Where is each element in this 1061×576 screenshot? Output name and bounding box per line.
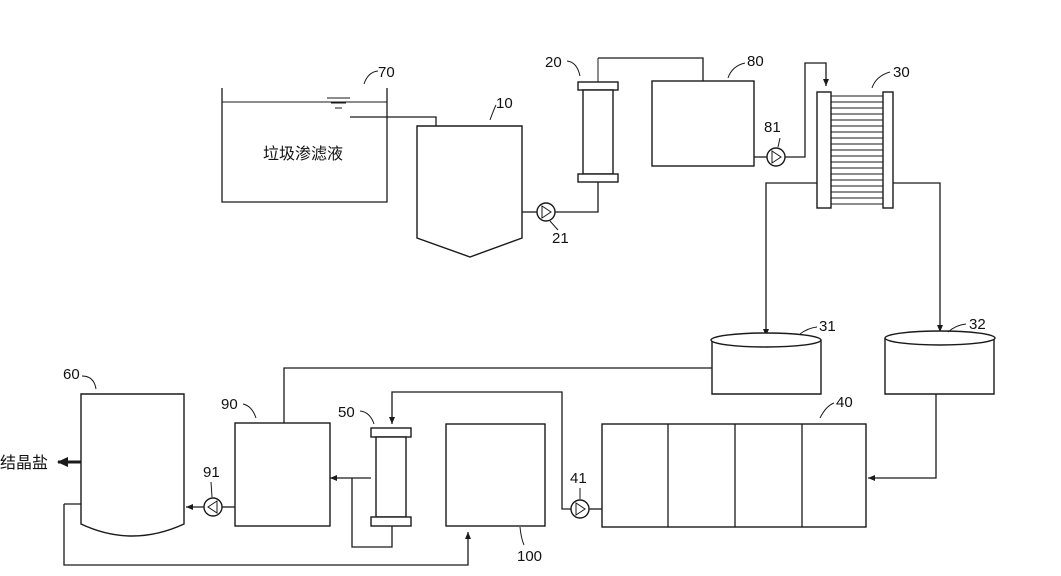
label-30: 30 <box>893 64 910 81</box>
leader-50 <box>359 410 375 425</box>
pipe-30-to-31 <box>763 182 817 336</box>
tank-content-label: 垃圾渗滤液 <box>263 144 343 163</box>
label-20: 20 <box>545 54 562 71</box>
pump-91-icon <box>203 497 223 517</box>
label-41: 41 <box>570 470 587 487</box>
pipe-30-to-32 <box>893 182 943 332</box>
pipe-32-to-40 <box>868 394 937 481</box>
label-90: 90 <box>221 396 238 413</box>
leader-60 <box>81 375 97 390</box>
membrane-plates <box>831 95 883 205</box>
label-40: 40 <box>836 394 853 411</box>
treatment-unit-40 <box>601 423 867 528</box>
crystallizer-60 <box>80 393 185 537</box>
pipe-31-to-90 <box>281 367 712 440</box>
settling-tank-10 <box>416 125 523 258</box>
label-60: 60 <box>63 366 80 383</box>
label-80: 80 <box>747 53 764 70</box>
storage-tank-32 <box>884 330 996 395</box>
leader-100 <box>519 526 525 546</box>
output-label: 结晶盐 <box>0 453 48 472</box>
tank-100 <box>445 423 546 527</box>
leader-32 <box>947 323 967 333</box>
leader-81 <box>777 137 781 148</box>
leader-30 <box>871 71 891 89</box>
leader-10 <box>489 104 497 121</box>
pipe-41-to-50 <box>389 391 571 510</box>
pipe-60-to-100 <box>63 504 471 566</box>
filter-column-50 <box>370 427 412 527</box>
leader-31 <box>799 326 818 335</box>
filter-column-20 <box>577 58 619 183</box>
leader-80 <box>727 62 746 79</box>
label-31: 31 <box>819 318 836 335</box>
pump-21-icon <box>536 202 556 222</box>
leachate-tank-70: 垃圾渗滤液 <box>221 88 388 203</box>
pump-81-icon <box>766 147 786 167</box>
membrane-module-30 <box>816 91 894 209</box>
label-50: 50 <box>338 404 355 421</box>
label-32: 32 <box>969 316 986 333</box>
label-81: 81 <box>764 119 781 136</box>
label-21: 21 <box>552 230 569 247</box>
label-10: 10 <box>496 95 513 112</box>
storage-tank-31 <box>710 332 822 395</box>
pump-41-icon <box>570 499 590 519</box>
leader-90 <box>242 403 257 419</box>
leader-21 <box>549 220 559 231</box>
pipe-81-to-30 <box>785 62 829 158</box>
leader-40 <box>819 402 835 419</box>
label-91: 91 <box>203 464 220 481</box>
label-70: 70 <box>378 64 395 81</box>
tank-90 <box>234 422 331 527</box>
label-100: 100 <box>517 548 542 565</box>
intermediate-tank-80 <box>651 80 755 167</box>
pipe-50-bottom <box>351 478 393 548</box>
pipe-21-to-20 <box>555 181 599 213</box>
leader-70 <box>363 70 379 85</box>
leader-91 <box>210 481 213 498</box>
leader-20 <box>566 60 581 77</box>
